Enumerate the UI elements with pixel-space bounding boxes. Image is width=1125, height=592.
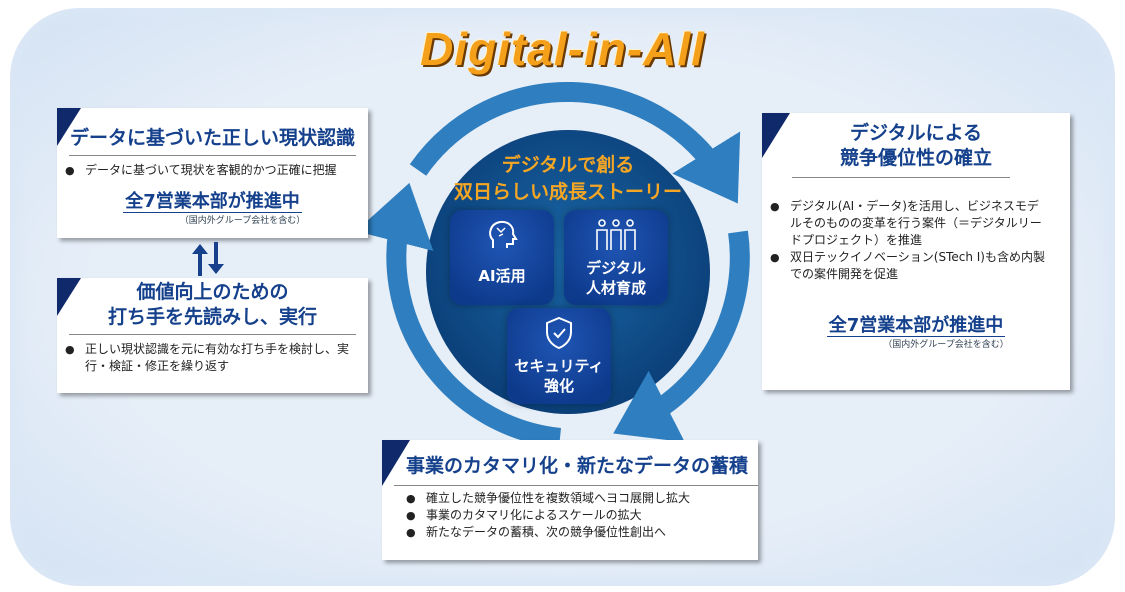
people-icon	[596, 219, 636, 250]
tile-digital-label1: デジタル	[586, 259, 646, 277]
box-heading: データに基づいた正しい現状認識	[69, 127, 355, 149]
box-heading-line2: 競争優位性の確立	[839, 147, 992, 169]
promo-note: （国内外グループ会社を含む）	[883, 340, 1009, 350]
bidirectional-arrow-icon	[192, 242, 224, 276]
bullet-item: デジタル(AI・データ)を活用し、ビジネスモデルそのものの変革を行う案件（＝デジ…	[770, 198, 1046, 249]
promo-label: 全7営業本部が推進中	[123, 191, 302, 213]
box-action: 価値向上のための 打ち手を先読みし、実行 正しい現状認識を元に有効な打ち手を検討…	[57, 278, 368, 393]
bullet-item: 双日テックイノベーション(STech I)も含め内製での案件開発を促進	[770, 249, 1046, 283]
corner-accent	[57, 108, 81, 146]
box-heading: 事業のカタマリ化・新たなデータの蓄積	[406, 455, 749, 477]
corner-accent	[382, 440, 410, 486]
corner-accent	[57, 278, 81, 316]
box-heading-line1: デジタルによる	[849, 122, 983, 144]
cycle-arrow-top	[409, 81, 741, 204]
bullet-item: 新たなデータの蓄積、次の競争優位性創出へ	[406, 524, 758, 541]
box-heading-line2: 打ち手を先読みし、実行	[107, 306, 317, 328]
center-title: デジタルで創る 双日らしい成長ストーリー	[418, 152, 718, 206]
promo-text: 全7営業本部が推進中	[762, 311, 1070, 337]
tile-security-label2: 強化	[543, 377, 574, 395]
corner-accent	[762, 113, 790, 158]
bullet-item: 確立した競争優位性を複数領域へヨコ展開し拡大	[406, 490, 758, 507]
tile-ai-label: AI活用	[478, 267, 526, 285]
divider	[394, 485, 758, 486]
cycle-arrow-right	[613, 230, 750, 443]
page-title: Digital-in-All	[420, 23, 705, 75]
tile-security-label1: セキュリティ	[514, 357, 604, 375]
tile-security: セキュリティ 強化	[507, 308, 611, 404]
bullet-item: データに基づいて現状を客観的かつ正確に把握	[65, 162, 368, 179]
box-data-recognition: データに基づいた正しい現状認識 データに基づいて現状を客観的かつ正確に把握 全7…	[57, 108, 368, 238]
divider	[792, 177, 1010, 178]
center-title-line2: 双日らしい成長ストーリー	[453, 181, 682, 203]
divider	[69, 155, 356, 156]
promo-label: 全7営業本部が推進中	[826, 315, 1006, 337]
center-title-line1: デジタルで創る	[501, 154, 635, 176]
tile-digital-talent: デジタル 人材育成	[564, 210, 668, 305]
promo-text: 全7営業本部が推進中	[57, 187, 368, 213]
box-competitive-advantage: デジタルによる 競争優位性の確立 デジタル(AI・データ)を活用し、ビジネスモデ…	[762, 113, 1070, 390]
box-business-aggregation: 事業のカタマリ化・新たなデータの蓄積 確立した競争優位性を複数領域へヨコ展開し拡…	[382, 440, 758, 560]
tile-ai: AI活用	[450, 210, 554, 305]
tile-digital-label2: 人材育成	[585, 279, 646, 297]
shield-check-icon	[546, 316, 572, 350]
box-heading-line1: 価値向上のための	[136, 281, 289, 303]
divider	[69, 334, 356, 335]
ai-head-icon	[489, 220, 518, 248]
cycle-arrow-left	[355, 182, 562, 448]
bullet-item: 事業のカタマリ化によるスケールの拡大	[406, 507, 758, 524]
bullet-item: 正しい現状認識を元に有効な打ち手を検討し、実行・検証・修正を繰り返す	[65, 341, 352, 375]
promo-note: （国内外グループ会社を含む）	[179, 216, 306, 226]
